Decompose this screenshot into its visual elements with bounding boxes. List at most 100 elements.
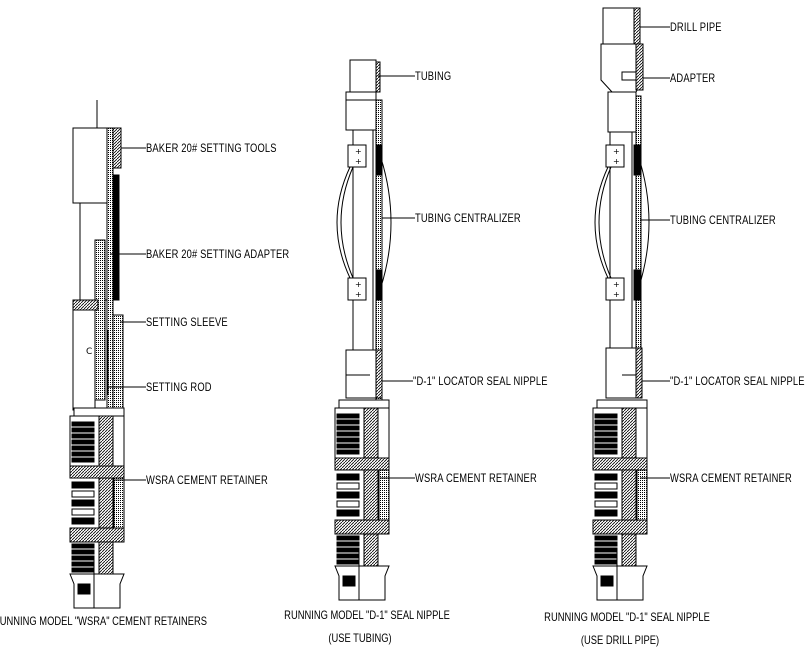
slip-tooth — [71, 445, 95, 451]
slip-tooth — [336, 443, 360, 449]
lower-slip-tooth — [71, 561, 95, 567]
slip-tooth — [336, 419, 360, 425]
packing-element — [594, 473, 618, 481]
drill-pipe-seal-nipple-drawing: ++++ — [592, 7, 670, 601]
caption-tool-1: RUNNING MODEL "WSRA" CEMENT RETAINERS — [0, 614, 207, 628]
packing-rubber — [113, 477, 125, 529]
packing-element — [71, 490, 95, 498]
centralizer-collar — [347, 144, 367, 168]
lower-slip-tooth — [594, 553, 618, 559]
centralizer-band — [633, 144, 641, 176]
retainer-top — [338, 399, 390, 409]
label-cement-retainer-1: WSRA CEMENT RETAINER — [146, 473, 268, 487]
centralizer-collar — [347, 277, 367, 301]
adapter-seal — [72, 299, 99, 311]
lower-cone — [592, 519, 648, 535]
slip-tooth — [594, 443, 618, 449]
drill-pipe-wall — [633, 7, 641, 47]
caption-tool-2-line2: (USE TUBING) — [328, 631, 392, 645]
tubing-seal-nipple-drawing: ++++ — [334, 59, 415, 601]
centralizer-collar — [605, 144, 625, 168]
packing-element — [336, 500, 360, 508]
centralizer-bow — [336, 166, 351, 279]
lower-slip-tooth — [336, 535, 360, 541]
lower-slip-tooth — [71, 543, 95, 549]
label-adapter: ADAPTER — [670, 71, 716, 85]
lower-slip-tooth — [594, 535, 618, 541]
lower-slip-tooth — [594, 559, 618, 565]
slip-tooth — [336, 431, 360, 437]
caption-tool-3-line1: RUNNING MODEL "D-1" SEAL NIPPLE — [544, 610, 710, 624]
drill-pipe — [602, 7, 638, 47]
setting-tool-dark-wall — [112, 174, 120, 301]
label-tubing: TUBING — [415, 69, 452, 83]
label-locator-seal-nipple-3: "D-1" LOCATOR SEAL NIPPLE — [670, 374, 805, 388]
seal-nipple-body — [345, 349, 377, 399]
bolt-icon: + — [613, 290, 620, 299]
packing-element — [71, 481, 95, 489]
lower-slip-tooth — [336, 541, 360, 547]
slip-tooth — [594, 419, 618, 425]
slip-tooth — [71, 421, 95, 427]
slip-tooth — [336, 413, 360, 419]
bolt-icon: + — [355, 147, 362, 156]
check-valve — [600, 575, 614, 587]
slip-tooth — [336, 437, 360, 443]
retainer-bottom — [592, 565, 648, 601]
lower-slip-tooth — [336, 553, 360, 559]
label-setting-adapter: BAKER 20# SETTING ADAPTER — [146, 247, 290, 261]
label-tubing-centralizer-3: TUBING CENTRALIZER — [670, 213, 776, 227]
pup-joint — [345, 99, 377, 131]
setting-sleeve — [112, 314, 124, 411]
bolt-icon: + — [355, 290, 362, 299]
centralizer-bow — [340, 166, 354, 279]
retainer-cone — [69, 465, 125, 479]
slip-tooth — [336, 425, 360, 431]
label-tubing-centralizer-2: TUBING CENTRALIZER — [415, 211, 521, 225]
label-setting-sleeve: SETTING SLEEVE — [146, 315, 228, 329]
packing-element — [336, 473, 360, 481]
adapter-hatch — [635, 43, 644, 91]
retainer-top — [596, 399, 648, 409]
label-setting-rod: SETTING ROD — [146, 380, 212, 394]
centralizer-band — [375, 269, 383, 301]
lower-cone — [334, 519, 390, 535]
centralizer-collar — [605, 277, 625, 301]
lower-slip-tooth — [71, 567, 95, 573]
centralizer-bow — [379, 154, 392, 291]
bolt-icon: + — [613, 147, 620, 156]
seal-nipple-wall — [375, 349, 383, 399]
check-valve — [342, 575, 356, 587]
seal-nipple-body — [605, 347, 637, 399]
slip-tooth — [71, 439, 95, 445]
lower-cone — [69, 527, 125, 543]
slip-tooth — [594, 431, 618, 437]
slip-tooth — [594, 449, 618, 455]
tubing-wall — [375, 61, 381, 93]
label-cement-retainer-3: WSRA CEMENT RETAINER — [670, 471, 792, 485]
retainer-top — [73, 407, 125, 417]
packing-element — [594, 509, 618, 517]
setting-tool-hatch — [112, 127, 122, 169]
setting-adapter — [94, 239, 106, 401]
slip-tooth — [336, 449, 360, 455]
tubing-collar — [345, 91, 377, 101]
lower-slip-tooth — [336, 559, 360, 565]
label-locator-seal-nipple-2: "D-1" LOCATOR SEAL NIPPLE — [413, 374, 548, 388]
bolt-icon: + — [613, 157, 620, 166]
lower-slip-tooth — [594, 547, 618, 553]
slip-tooth — [71, 457, 95, 463]
retainer-bottom — [69, 573, 125, 609]
bolt-icon: + — [355, 280, 362, 289]
slip-tooth — [71, 451, 95, 457]
seal-nipple-wall — [635, 347, 643, 399]
label-drill-pipe: DRILL PIPE — [670, 20, 722, 34]
packing-element — [594, 491, 618, 499]
lower-slip-tooth — [71, 549, 95, 555]
packing-element — [71, 508, 95, 516]
lower-slip-tooth — [594, 541, 618, 547]
packing-element — [71, 499, 95, 507]
packing-element — [336, 482, 360, 490]
